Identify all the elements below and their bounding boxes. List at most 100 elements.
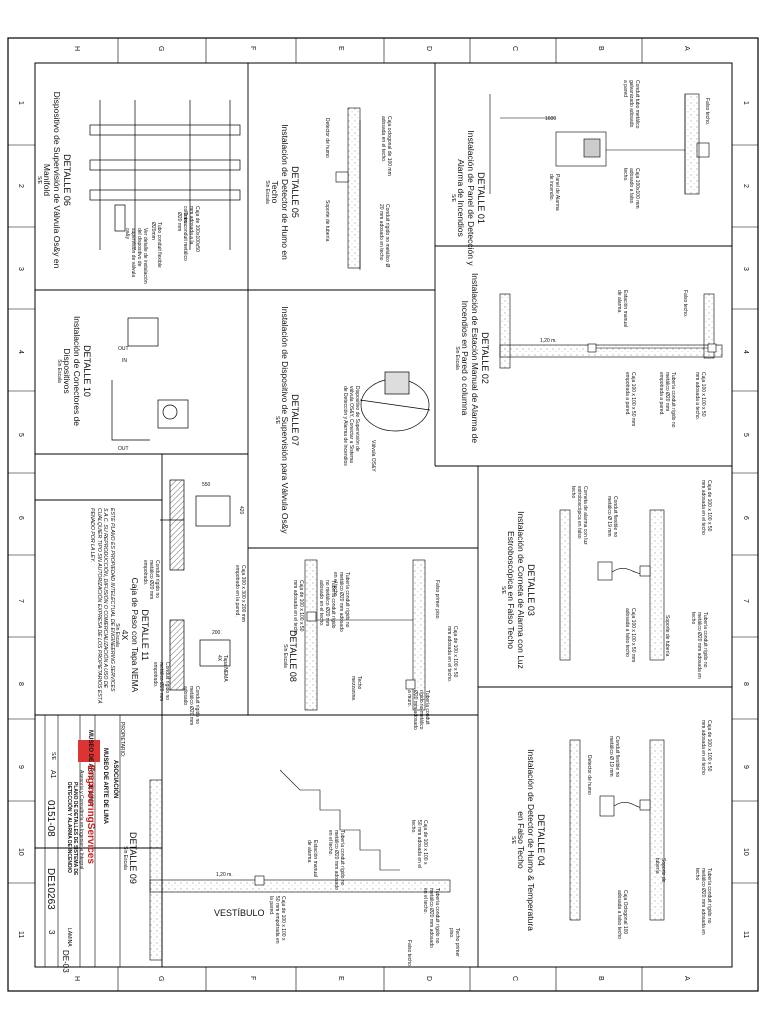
detail-09-label: Techo primer piso. — [448, 928, 460, 957]
sheet-size: A1 — [49, 770, 56, 779]
border-col-label: 10 — [17, 848, 24, 856]
border-row-label: G — [157, 976, 164, 982]
detail-02-label: Tubería conduit rígido no metálico Ø20 m… — [658, 372, 676, 428]
border-row-label: C — [511, 976, 518, 982]
border-col-label: 1 — [17, 101, 24, 105]
detail-02-subtitle: Instalación de Estación Manual de Alarma… — [460, 272, 480, 444]
detail-05-title: DETALLE 05 — [290, 166, 300, 218]
detail-11-dim: 200 — [212, 630, 221, 636]
border-col-label: 10 — [742, 848, 749, 856]
border-col-label: 2 — [17, 184, 24, 188]
border-row-label: E — [337, 976, 344, 981]
detail-10-mark: IN — [122, 358, 127, 364]
detail-02-title-block: DETALLE 02 Instalación de Estación Manua… — [454, 268, 490, 448]
detail-11-label: Conduit rígido no metálico Ø20 mm adosad… — [182, 686, 200, 726]
border-col-label: 11 — [17, 931, 24, 939]
detail-04-label: Tubería conduit rígido no metálico Ø20 m… — [694, 868, 712, 935]
detail-05-subtitle: Instalación de Detector de Humo en Techo — [270, 124, 290, 260]
border-col-label: 5 — [17, 433, 24, 437]
detail-06-label: Tubo conduit flexible Ø20mm — [150, 222, 162, 268]
detail-04-label: Caja de 100 x 100 x 50 mm adosada en el … — [700, 720, 712, 775]
border-row-label: D — [425, 976, 432, 982]
inner-frame — [34, 62, 733, 968]
detail-08-label: Tubería conduit rígido no metálico Ø20 m… — [318, 580, 336, 629]
detail-11-label: Tapa NEMA 4X — [216, 655, 228, 682]
detail-10-mark: OUT — [118, 346, 129, 352]
border-col-label: 8 — [742, 682, 749, 686]
border-row-label: B — [597, 976, 604, 981]
detail-08-drawing — [304, 559, 426, 711]
detail-03-label: Soporte de tubería — [664, 615, 670, 657]
border-col-label: 11 — [742, 931, 749, 939]
detail-10-mark: OUT — [118, 446, 129, 452]
detail-05-drawing — [335, 107, 361, 270]
detail-05-scale: Sin Escala — [264, 180, 270, 204]
detail-01-title-block: DETALLE 01 Instalación de Panel de Detec… — [450, 118, 486, 278]
detail-07-title-block: DETALLE 07 Instalación de Dispositivo de… — [274, 300, 300, 540]
border-col-label: 5 — [742, 433, 749, 437]
detail-11-label: Caja 300 x 300 x 200 mm empotrado en la … — [234, 565, 246, 622]
detail-01-title: DETALLE 01 — [476, 172, 486, 224]
border-row-label: D — [425, 46, 432, 52]
detail-11-label: Conduit rígido no metálico Ø20 mm empotr… — [142, 560, 160, 600]
project-code: 0151-08 — [45, 800, 56, 837]
detail-09-label: Falso techo. — [406, 940, 412, 968]
detail-06-title-block: DETALLE 06 Dispositivo de Supervisión de… — [36, 80, 72, 280]
title-block — [44, 715, 121, 967]
detail-04-label: Conduit flexible no metálico Ø 19 mm — [608, 736, 620, 778]
detail-08-label: Techo mezzanine. — [350, 676, 362, 702]
detail-03-label: Caja 100 x 100 x 50 mm adosada a falso t… — [624, 608, 636, 663]
owner-line-2: MUSEO DE ARTE DE LIMA — [102, 748, 108, 825]
border-col-label: 7 — [17, 599, 24, 603]
border-row-label: H — [73, 976, 80, 982]
detail-01-dim: 1600 — [545, 116, 557, 122]
detail-09-label: Tubería conduit rígido no metálico Ø20 m… — [327, 830, 345, 890]
detail-11-label: Conduit rígido no metálico Ø20 mm empotr… — [152, 662, 170, 702]
border-col-label: 4 — [742, 350, 749, 354]
detail-02-drawing — [499, 293, 723, 369]
detail-09-room: VESTÍBULO — [214, 908, 265, 918]
detail-08-label: Tubería conduit rígido no metálico Ø20 m… — [406, 690, 430, 730]
drawing-number: DE10263 — [45, 868, 56, 910]
detail-06-label: Tubo conduit metálico Ø20 mm — [176, 212, 188, 261]
detail-04-title: DETALLE 04 — [536, 814, 546, 866]
detail-07-drawing — [359, 371, 431, 432]
detail-02-label: Caja 100 x 100 x 50 mm empotrada a pared… — [624, 372, 636, 427]
detail-01-label: Falso techo. — [704, 98, 710, 126]
company-sub: Asesoría y Consultoría en Ingeniería Int… — [78, 770, 84, 870]
detail-05-title-block: DETALLE 05 Instalación de Detector de Hu… — [264, 112, 300, 272]
border-col-label: 2 — [742, 184, 749, 188]
detail-04-label: Caja Octogonal 100 adosada a falso techo — [616, 890, 628, 939]
border-col-label: 3 — [17, 267, 24, 271]
detail-06-drawing — [89, 100, 241, 250]
detail-07-subtitle: Instalación de Dispositivo de Supervisió… — [280, 306, 290, 534]
detail-03-title: DETALLE 03 — [526, 564, 536, 616]
detail-03-title-block: DETALLE 03 Instalación de Corneta de Ala… — [500, 510, 536, 670]
border-col-label: 7 — [742, 599, 749, 603]
detail-06-subtitle: Dispositivo de Supervisión de Válvula Os… — [42, 91, 62, 269]
border-col-label: 9 — [742, 765, 749, 769]
detail-03-label: Conduit flexible no metálico Ø 19 mm — [606, 496, 618, 538]
detail-05-label: Detector de humo — [324, 118, 330, 158]
detail-11-subtitle: Caja de Paso con Tapa NEMA 4X — [120, 577, 140, 693]
detail-09-label: Caja de 100 x 100 x 50 mm adosada en el … — [410, 820, 428, 869]
border-col-label: 4 — [17, 350, 24, 354]
sheet-label: LÁMINA — [66, 928, 72, 947]
detail-06-scale: S/E — [36, 175, 42, 185]
detail-09-label: Caja de 100 x 100 x 50 mm empotrada en l… — [268, 896, 286, 944]
border-row-label: F — [249, 46, 256, 51]
detail-08-label: Caja de 100 x 100 x 50 mm adosada en el … — [292, 580, 304, 637]
detail-10-title-block: DETALLE 10 Instalación de Conectores de … — [56, 296, 92, 446]
owner-label: PROPIETARIO: — [119, 722, 125, 758]
border-col-label: 6 — [742, 516, 749, 520]
plan-scale: S/E — [50, 752, 56, 761]
plan-title: PLANO DE DETALLES DE SISTEMA DE DETECCIÓ… — [66, 782, 78, 876]
detail-10-title: DETALLE 10 — [82, 345, 92, 397]
detail-04-drawing — [569, 739, 665, 921]
detail-03-label: Tubería conduit rígido no metálico Ø20 m… — [690, 612, 708, 679]
border-row-label: E — [337, 46, 344, 51]
detail-05-label: Soporte de tubería — [324, 200, 330, 242]
detail-10-subtitle: Instalación de Conectores de Dispositivo… — [62, 315, 82, 427]
detail-09-label: Estación manual de alarma. — [306, 840, 318, 877]
